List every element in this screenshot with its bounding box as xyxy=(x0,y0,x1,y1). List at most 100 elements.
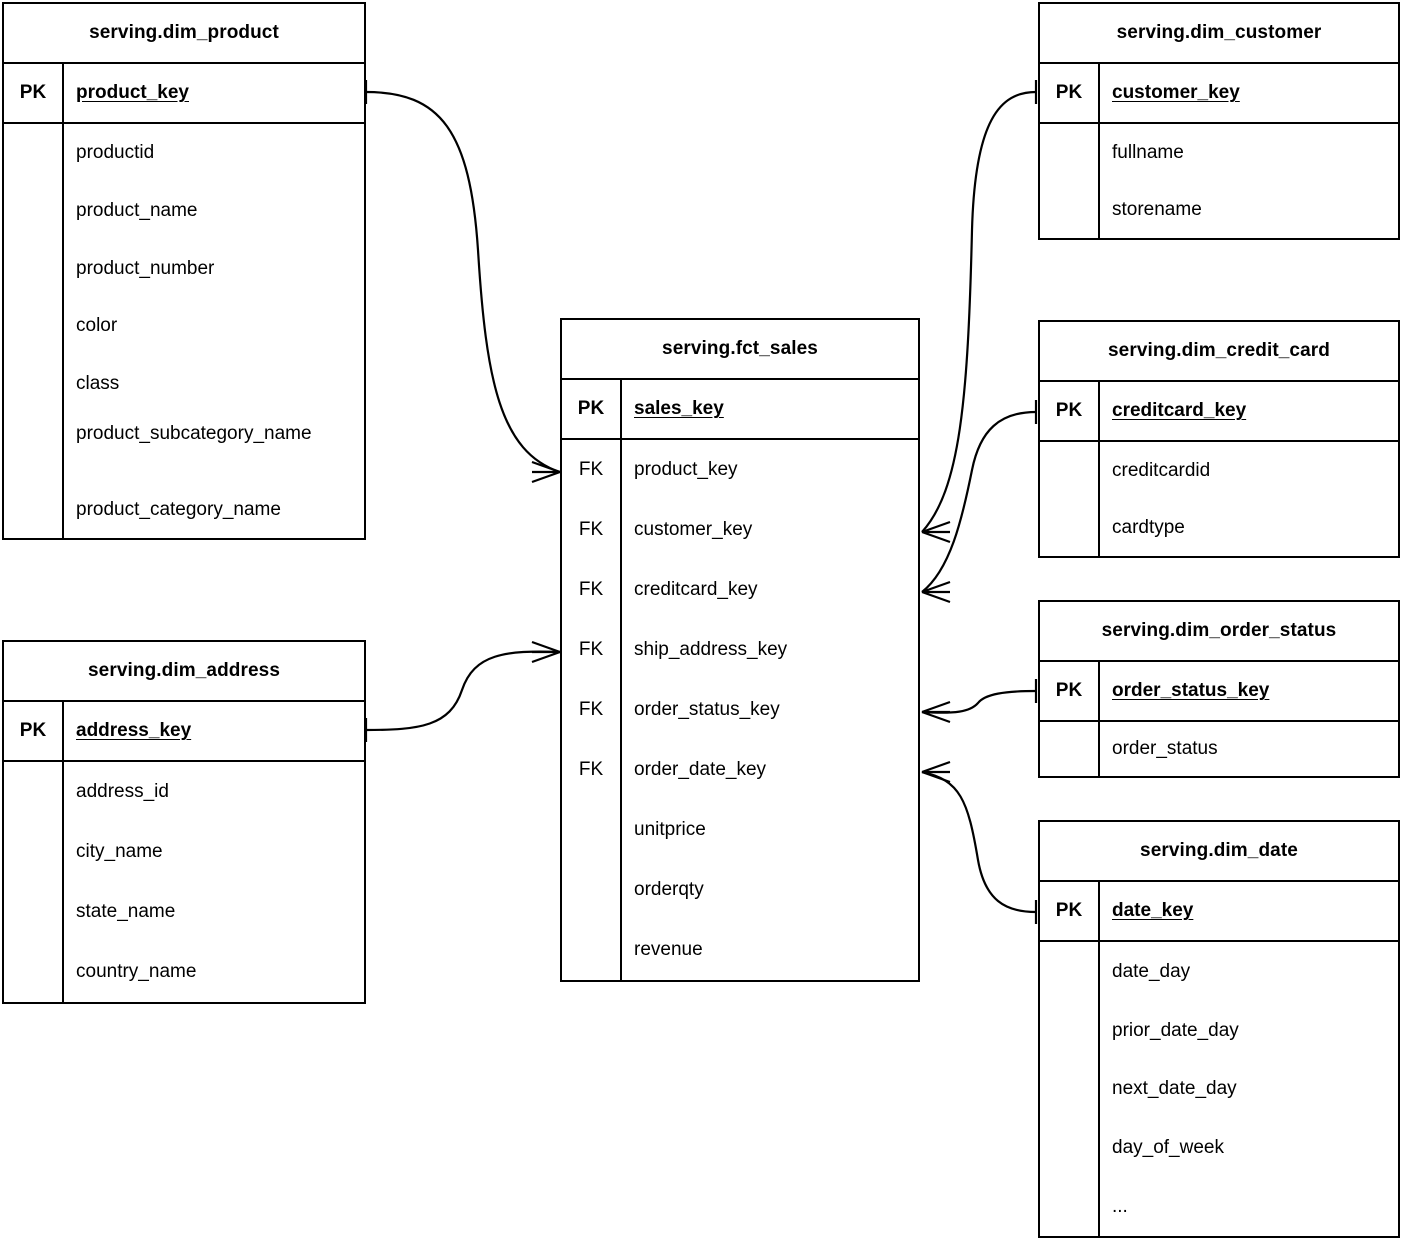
attribute-row: class xyxy=(76,373,120,395)
pk-badge: PK xyxy=(4,702,64,760)
attribute-row: orderqty xyxy=(634,879,704,901)
pk-row[interactable]: PK sales_key xyxy=(562,380,918,440)
fk-row[interactable]: FK product_key xyxy=(562,440,918,500)
entity-title: serving.dim_date xyxy=(1040,822,1398,882)
fk-field-name: creditcard_key xyxy=(634,579,758,601)
fk-row[interactable]: FK creditcard_key xyxy=(562,560,918,620)
pk-badge: PK xyxy=(4,64,64,122)
relationship-orderstatus xyxy=(921,679,1038,724)
pk-field-name: creditcard_key xyxy=(1112,400,1247,422)
fk-badge: FK xyxy=(562,740,622,800)
pk-field-name: customer_key xyxy=(1112,82,1240,104)
attribute-list: unitprice orderqty revenue xyxy=(562,800,918,980)
fk-field-name: order_status_key xyxy=(634,699,780,721)
fk-field-name: ship_address_key xyxy=(634,639,788,661)
attribute-row: product_subcategory_name xyxy=(76,422,312,444)
attribute-list: address_id city_name state_name country_… xyxy=(4,762,364,1002)
entity-dim-address[interactable]: serving.dim_address PK address_key addre… xyxy=(2,640,366,1004)
fk-badge: FK xyxy=(562,440,622,500)
entity-fct-sales[interactable]: serving.fct_sales PK sales_key FK produc… xyxy=(560,318,920,982)
entity-title: serving.dim_order_status xyxy=(1040,602,1398,662)
pk-field-name: order_status_key xyxy=(1112,680,1270,702)
fk-field-name: customer_key xyxy=(634,519,753,541)
attribute-list: date_day prior_date_day next_date_day da… xyxy=(1040,942,1398,1236)
pk-field-name: date_key xyxy=(1112,900,1194,922)
entity-title: serving.dim_credit_card xyxy=(1040,322,1398,382)
crowsfoot-product xyxy=(531,460,561,484)
pk-field-name: product_key xyxy=(76,82,189,104)
entity-dim-credit-card[interactable]: serving.dim_credit_card PK creditcard_ke… xyxy=(1038,320,1400,558)
entity-title: serving.fct_sales xyxy=(562,320,918,380)
attribute-list: creditcardid cardtype xyxy=(1040,442,1398,556)
pk-row[interactable]: PK order_status_key xyxy=(1040,662,1398,722)
attribute-row: creditcardid xyxy=(1112,459,1211,481)
attribute-row: prior_date_day xyxy=(1112,1019,1239,1041)
fk-row[interactable]: FK order_date_key xyxy=(562,740,918,800)
attribute-row: day_of_week xyxy=(1112,1137,1224,1159)
relationship-customer xyxy=(921,80,1038,544)
attribute-row: unitprice xyxy=(634,819,706,841)
attribute-row: state_name xyxy=(76,901,176,923)
attribute-row: color xyxy=(76,315,118,337)
pk-badge: PK xyxy=(562,380,622,438)
relationship-date xyxy=(921,760,1038,924)
pk-badge: PK xyxy=(1040,382,1100,440)
pk-badge: PK xyxy=(1040,882,1100,940)
fk-badge: FK xyxy=(562,560,622,620)
attribute-row: city_name xyxy=(76,841,163,863)
relationship-product xyxy=(364,80,561,484)
pk-badge: PK xyxy=(1040,64,1100,122)
attribute-row: next_date_day xyxy=(1112,1078,1237,1100)
pk-field-name: address_key xyxy=(76,720,192,742)
crowsfoot-date xyxy=(921,760,951,784)
pk-row[interactable]: PK address_key xyxy=(4,702,364,762)
attribute-list: productid product_name product_number co… xyxy=(4,124,364,538)
entity-title: serving.dim_customer xyxy=(1040,4,1398,64)
pk-field-name: sales_key xyxy=(634,398,724,420)
crowsfoot-creditcard xyxy=(921,580,951,604)
attribute-row: order_status xyxy=(1112,738,1218,760)
entity-dim-product[interactable]: serving.dim_product PK product_key produ… xyxy=(2,2,366,540)
attribute-row: cardtype xyxy=(1112,516,1185,538)
attribute-gutter xyxy=(1040,124,1100,238)
attribute-row: productid xyxy=(76,142,155,164)
relationship-creditcard xyxy=(921,400,1038,604)
attribute-gutter xyxy=(1040,442,1100,556)
pk-row[interactable]: PK date_key xyxy=(1040,882,1398,942)
fk-field-name: product_key xyxy=(634,459,738,481)
crowsfoot-orderstatus xyxy=(921,700,951,724)
attribute-row: product_name xyxy=(76,199,198,221)
crowsfoot-customer xyxy=(921,520,951,544)
attribute-list: order_status xyxy=(1040,722,1398,776)
attribute-gutter xyxy=(1040,942,1100,1236)
attribute-row: date_day xyxy=(1112,960,1191,982)
entity-dim-order-status[interactable]: serving.dim_order_status PK order_status… xyxy=(1038,600,1400,778)
attribute-row-ellipsis: ... xyxy=(1112,1195,1128,1217)
attribute-row: address_id xyxy=(76,781,169,803)
attribute-row: country_name xyxy=(76,961,197,983)
entity-dim-customer[interactable]: serving.dim_customer PK customer_key ful… xyxy=(1038,2,1400,240)
fk-row[interactable]: FK order_status_key xyxy=(562,680,918,740)
attribute-row: storename xyxy=(1112,198,1202,220)
fk-badge: FK xyxy=(562,620,622,680)
attribute-row: product_category_name xyxy=(76,498,281,520)
entity-title: serving.dim_address xyxy=(4,642,364,702)
fk-row[interactable]: FK ship_address_key xyxy=(562,620,918,680)
pk-row[interactable]: PK customer_key xyxy=(1040,64,1398,124)
attribute-gutter xyxy=(562,800,622,980)
attribute-gutter xyxy=(4,124,64,538)
attribute-gutter xyxy=(4,762,64,1002)
attribute-row: revenue xyxy=(634,939,703,961)
relationship-address xyxy=(364,640,561,742)
pk-row[interactable]: PK product_key xyxy=(4,64,364,124)
fk-field-name: order_date_key xyxy=(634,759,767,781)
fk-row[interactable]: FK customer_key xyxy=(562,500,918,560)
pk-row[interactable]: PK creditcard_key xyxy=(1040,382,1398,442)
crowsfoot-address xyxy=(531,640,561,664)
attribute-row: fullname xyxy=(1112,141,1184,163)
attribute-gutter xyxy=(1040,722,1100,776)
entity-dim-date[interactable]: serving.dim_date PK date_key date_day pr… xyxy=(1038,820,1400,1238)
fk-badge: FK xyxy=(562,680,622,740)
attribute-list: fullname storename xyxy=(1040,124,1398,238)
